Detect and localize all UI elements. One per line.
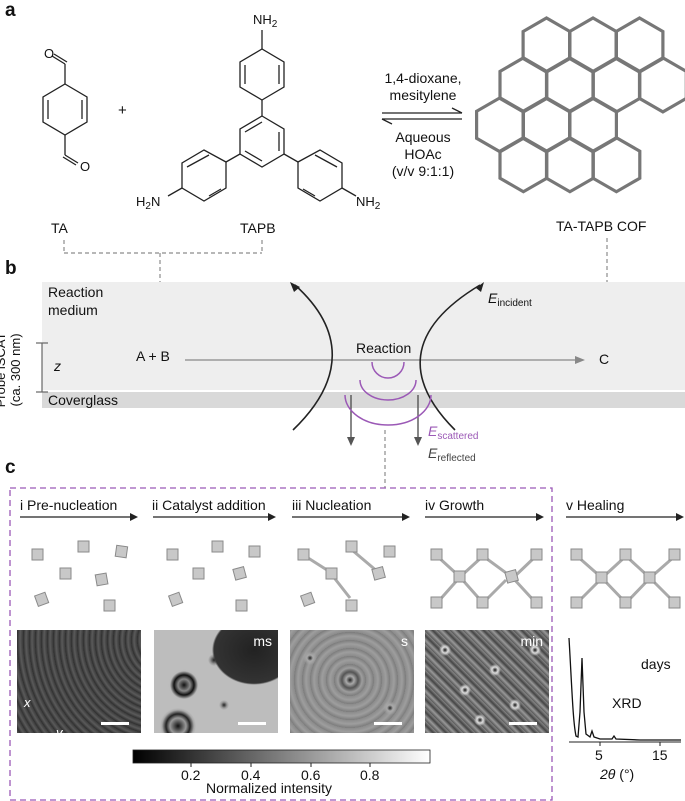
- conditions-top-line2: mesitylene: [389, 87, 457, 103]
- step-arrows: [20, 513, 684, 521]
- step-schematics: [31, 540, 261, 612]
- colorbar-tick-0-2: 0.2: [181, 767, 201, 783]
- timescale-days: days: [641, 656, 671, 672]
- cof-pore: [544, 56, 595, 114]
- xrd-trace: [568, 637, 681, 741]
- colorbar-tick-0-8: 0.8: [360, 767, 380, 783]
- probe-line2: (ca. 300 nm): [8, 333, 23, 407]
- colorbar-tick-0-6: 0.6: [301, 767, 321, 783]
- cof-pore: [591, 56, 642, 114]
- scale-bar: [238, 722, 266, 725]
- reaction-medium-band: [42, 282, 685, 390]
- reflected-arrows: [347, 395, 422, 446]
- cof-label: TA-TAPB COF: [556, 218, 647, 234]
- atom-o-top: O: [44, 46, 55, 61]
- ta-molecule: [42, 53, 88, 166]
- cof-pore: [567, 95, 619, 154]
- cof-pore: [567, 16, 619, 74]
- reaction-arrow: [185, 356, 585, 364]
- timescale-ms: ms: [253, 633, 272, 649]
- panel-label-c: c: [5, 457, 16, 478]
- step-title-healing: v Healing: [566, 497, 625, 513]
- cof-pore: [521, 16, 572, 74]
- conditions-top-line1: 1,4-dioxane,: [384, 70, 462, 86]
- plus-sign: +: [118, 102, 127, 119]
- cof-pore: [591, 135, 642, 194]
- step-title-growth: iv Growth: [425, 497, 485, 513]
- colorbar-ticks: [190, 763, 371, 767]
- cof-pore: [521, 95, 572, 154]
- growth-schematic: [430, 548, 543, 609]
- scale-bar: [101, 722, 129, 725]
- reaction-label: Reaction: [356, 340, 412, 356]
- cof-pore: [475, 95, 526, 154]
- micrograph-nucleation: s: [290, 630, 414, 733]
- incident-arrowhead-right: [476, 282, 484, 292]
- xrd-tick-15: 15: [652, 747, 668, 763]
- micrograph-growth: min: [425, 630, 549, 733]
- xrd-xlabel: 2θ (°): [600, 766, 635, 782]
- colorbar-label: Normalized intensity: [206, 780, 333, 796]
- healing-schematic: [570, 548, 681, 609]
- e-scattered-label: Escattered: [428, 423, 479, 442]
- tapb-molecule: [167, 30, 357, 202]
- conditions-bottom-line3: (v/v 9:1:1): [391, 163, 455, 179]
- z-label: z: [54, 358, 61, 374]
- scale-bar: [509, 722, 537, 725]
- axis-y-label: y: [56, 725, 63, 740]
- colorbar-tick-0-4: 0.4: [241, 767, 261, 783]
- axis-x-label: x: [24, 695, 31, 710]
- step-title-catalyst-addition: ii Catalyst addition: [152, 497, 266, 513]
- step-title-pre-nucleation: i Pre-nucleation: [20, 497, 118, 513]
- conditions-bottom-line2: HOAc: [404, 146, 442, 162]
- nucleation-schematic: [297, 540, 396, 612]
- e-reflected-label: Ereflected: [428, 445, 476, 464]
- cof-pore: [498, 135, 549, 194]
- z-bracket: [36, 342, 48, 393]
- xrd-plot: [568, 637, 681, 746]
- colorbar: [132, 749, 431, 764]
- coverglass-label: Coverglass: [48, 392, 119, 408]
- incident-beam-arrows: [292, 284, 481, 431]
- xrd-tick-5: 5: [595, 747, 603, 763]
- scattered-waves: [344, 361, 432, 426]
- xrd-label: XRD: [612, 695, 642, 711]
- cof-pore: [614, 16, 665, 74]
- h2n-left: H2N: [136, 194, 161, 212]
- panel-label-a: a: [5, 0, 16, 21]
- ta-label: TA: [51, 220, 68, 236]
- tapb-label: TAPB: [240, 220, 276, 236]
- reaction-medium-line1: Reaction: [48, 284, 104, 300]
- timescale-s: s: [401, 633, 408, 649]
- scale-bar: [374, 722, 402, 725]
- timescale-min: min: [520, 633, 543, 649]
- panel-label-b: b: [5, 258, 17, 279]
- product-c-label: C: [599, 351, 610, 367]
- reactants-label: A + B: [136, 348, 170, 364]
- e-incident-label: Eincident: [488, 290, 532, 309]
- micrograph-catalyst-addition: ms: [154, 630, 278, 733]
- cof-pore: [637, 56, 685, 114]
- coverglass-band: [42, 392, 685, 408]
- reaction-medium-line2: medium: [48, 302, 98, 318]
- probe-iscat-label: Probe iSCAT (ca. 300 nm): [0, 325, 24, 415]
- step-title-nucleation: iii Nucleation: [292, 497, 372, 513]
- cof-pore: [498, 56, 549, 114]
- equilibrium-arrows: [381, 107, 463, 125]
- micrograph-pre-nucleation: [17, 630, 141, 733]
- cof-network: [475, 16, 685, 194]
- cof-pore: [544, 135, 595, 194]
- nh2-right: NH2: [356, 194, 381, 212]
- nh2-top: NH2: [253, 12, 278, 30]
- panel-c-dashed-box: [9, 487, 553, 801]
- atom-o-bottom: O: [80, 159, 91, 174]
- conditions-bottom-line1: Aqueous: [395, 129, 451, 145]
- incident-arrowhead-left: [290, 282, 300, 292]
